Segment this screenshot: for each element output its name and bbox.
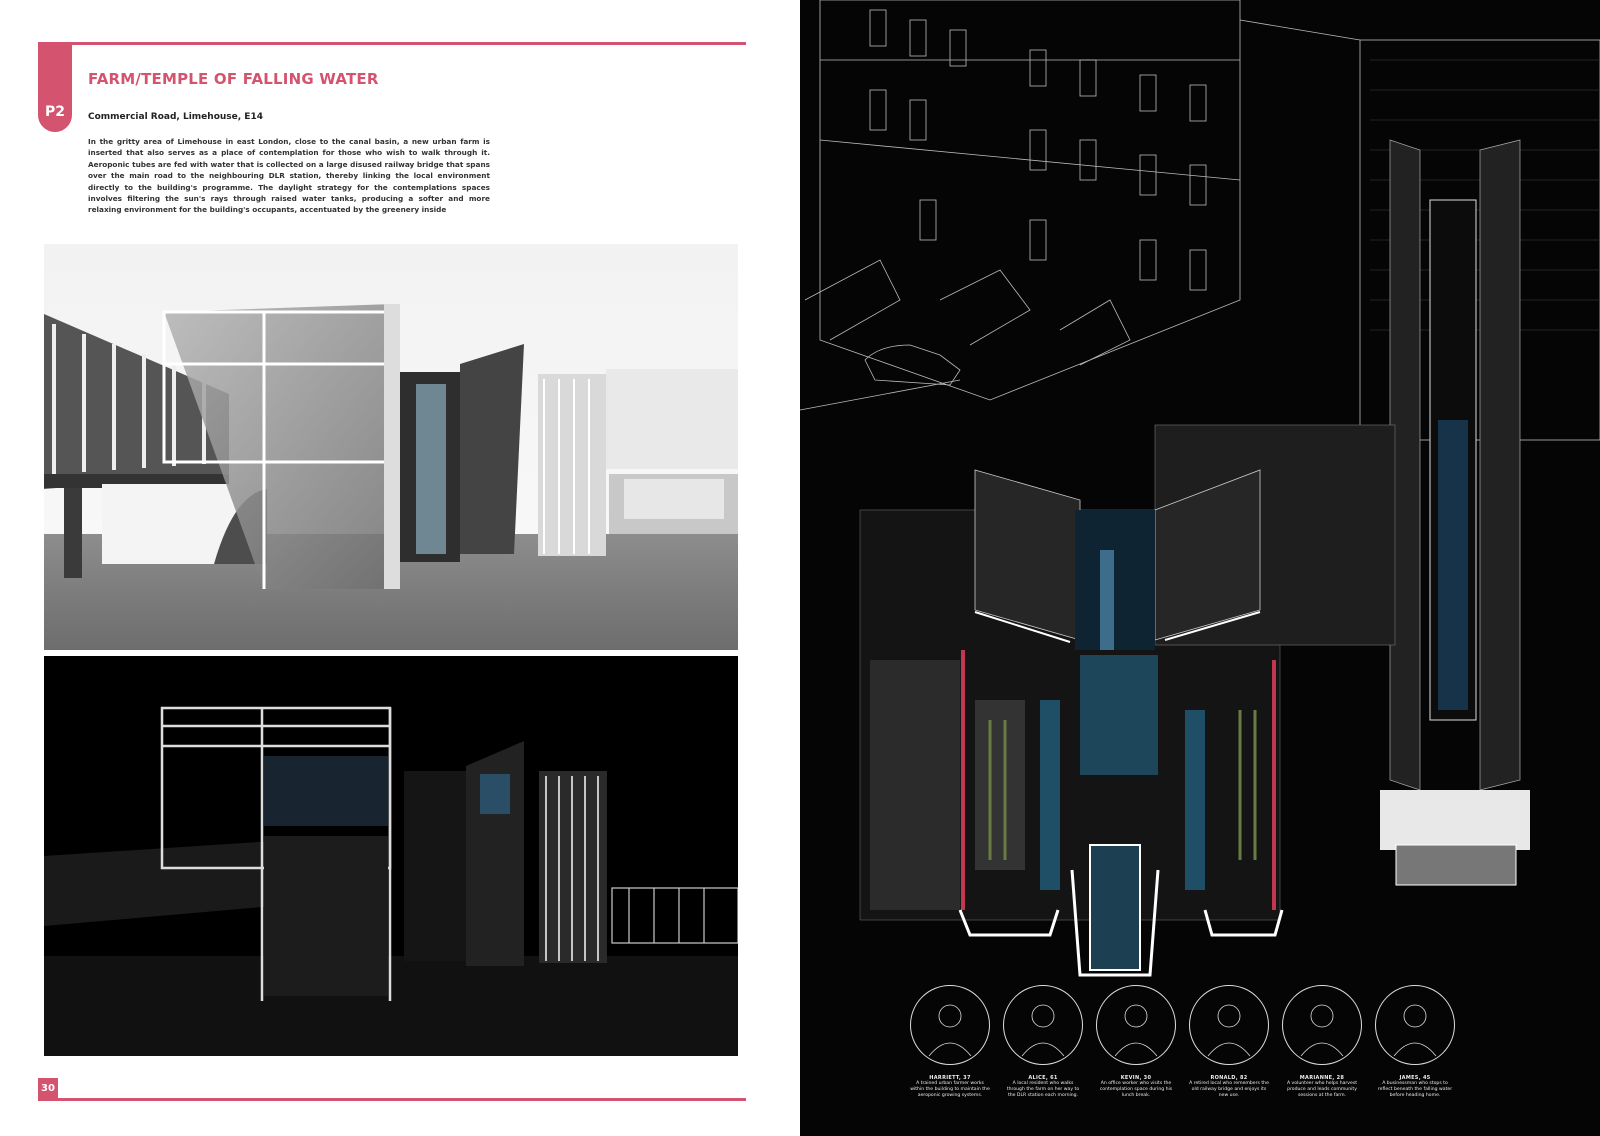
section-drawing (800, 0, 1600, 977)
day-render-image (44, 244, 738, 650)
section-tab-label: P2 (44, 104, 65, 120)
top-rule (38, 42, 746, 45)
bottom-rule (38, 1098, 746, 1101)
page-title: FARM/TEMPLE OF FALLING WATER (88, 70, 379, 88)
left-page: P2 FARM/TEMPLE OF FALLING WATER Commerci… (38, 42, 746, 1101)
page-number: 30 (38, 1078, 58, 1100)
project-description: In the gritty area of Limehouse in east … (88, 137, 490, 215)
portrait-circle (1003, 985, 1083, 1065)
section-tab: P2 (38, 42, 72, 132)
portrait-circle (1375, 985, 1455, 1065)
portrait-circle (910, 985, 990, 1065)
project-location: Commercial Road, Limehouse, E14 (88, 112, 263, 122)
portrait-circle (1096, 985, 1176, 1065)
portrait-circle (1189, 985, 1269, 1065)
night-render-image (44, 656, 738, 1056)
portrait-circle (1282, 985, 1362, 1065)
